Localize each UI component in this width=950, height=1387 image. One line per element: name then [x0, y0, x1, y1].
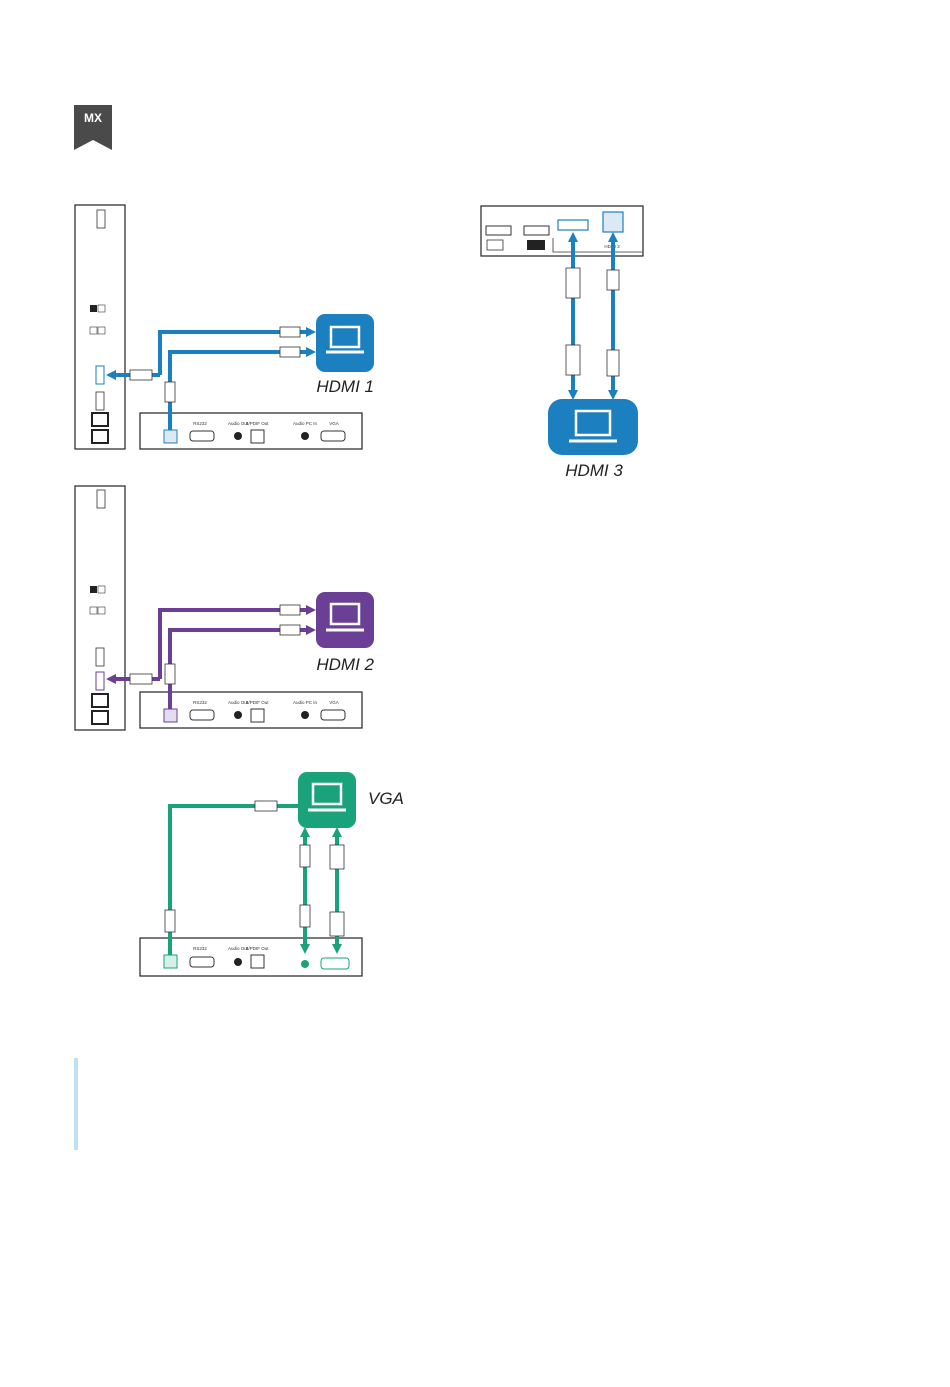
laptop-icon	[316, 314, 374, 372]
port-label-vga: VGA	[329, 700, 339, 705]
diagram-hdmi-2: RS232 Audio Out S/PDIF Out Audio PC In V…	[75, 486, 375, 730]
note-accent-bar	[74, 1058, 78, 1150]
diagram-hdmi-3: HDMI 3 HDMI 3	[481, 206, 643, 480]
diagram-hdmi-1: RS232 Audio Out S/PDIF Out Audio PC In V…	[75, 205, 374, 449]
port-label-spdif-out: S/PDIF Out	[245, 421, 269, 426]
port-label-rs232: RS232	[193, 700, 207, 705]
connection-label-hdmi-3: HDMI 3	[565, 461, 623, 480]
connection-label-hdmi-2: HDMI 2	[316, 655, 374, 674]
connection-label-hdmi-1: HDMI 1	[316, 377, 374, 396]
port-label-audio-pc-in: Audio PC In	[293, 421, 318, 426]
diagram-vga: RS232 Audio Out S/PDIF Out VGA	[140, 772, 404, 976]
port-label-rs232: RS232	[193, 946, 207, 951]
port-label-rs232: RS232	[193, 421, 207, 426]
mx-badge: MX	[74, 105, 112, 150]
port-label-spdif-out: S/PDIF Out	[245, 700, 269, 705]
laptop-icon	[298, 772, 356, 828]
mx-badge-text: MX	[84, 111, 102, 125]
port-label-vga: VGA	[329, 421, 339, 426]
laptop-icon	[548, 399, 638, 455]
port-label-audio-pc-in: Audio PC In	[293, 700, 318, 705]
laptop-icon	[316, 592, 374, 648]
port-label-spdif-out: S/PDIF Out	[245, 946, 269, 951]
connection-label-vga: VGA	[368, 789, 404, 808]
